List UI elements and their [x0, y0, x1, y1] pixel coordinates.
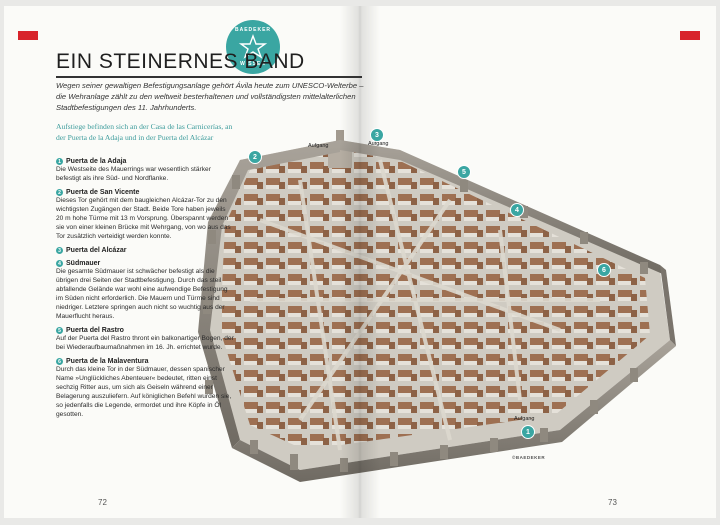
item-heading: Südmauer — [66, 260, 101, 267]
north-wall — [340, 140, 665, 275]
map-marker-1: 1 — [521, 425, 535, 439]
map-marker-4: 4 — [510, 203, 524, 217]
number-marker: 3 — [56, 247, 63, 254]
item-heading: Puerta del Rastro — [66, 327, 124, 334]
number-marker: 5 — [56, 327, 63, 334]
gate-label: Aufgang — [308, 143, 329, 149]
page-number-right: 73 — [608, 498, 617, 507]
star-icon — [238, 34, 268, 59]
item-heading: Puerta de San Vicente — [66, 189, 140, 196]
item-heading: Puerta de la Adaja — [66, 158, 127, 165]
wall-towers — [203, 175, 648, 472]
lead-text: Aufstiege befinden sich an der Casa de l… — [56, 122, 233, 142]
number-marker: 2 — [56, 189, 63, 196]
item-text: Durch das kleine Tor in der Südmauer, de… — [56, 366, 232, 418]
gate-label: Aufgang — [368, 141, 389, 147]
badge-bottom-label: WISSEN — [240, 61, 266, 67]
chapter-tab-left — [18, 31, 38, 40]
number-marker: 1 — [56, 158, 63, 165]
east-wall — [660, 265, 676, 346]
map-marker-3: 3 — [370, 128, 384, 142]
title-rule — [56, 76, 362, 78]
chapter-tab-right — [680, 31, 700, 40]
number-marker: 6 — [56, 358, 63, 365]
baedeker-wissen-badge: BAEDEKER WISSEN — [226, 20, 280, 74]
item-heading: Puerta de la Malaventura — [66, 358, 149, 365]
map-marker-5: 5 — [457, 165, 471, 179]
page-number-left: 72 — [98, 498, 107, 507]
streets — [250, 159, 600, 451]
south-wall — [232, 340, 676, 482]
item-text: Auf der Puerta del Rastro thront ein bal… — [56, 335, 234, 351]
number-marker: 4 — [56, 260, 63, 267]
item-heading: Puerta del Alcázar — [66, 247, 127, 254]
badge-top-label: BAEDEKER — [234, 27, 272, 33]
item-text: Dieses Tor gehört mit dem baugleichen Al… — [56, 197, 231, 240]
map-marker-2: 2 — [248, 150, 262, 164]
page-title: EIN STEINERNES BAND — [56, 50, 305, 73]
map-marker-6: 6 — [597, 263, 611, 277]
illustration-credit: ©BAEDEKER — [512, 455, 546, 460]
item-text: Die gesamte Südmauer ist schwächer befes… — [56, 268, 228, 320]
intro-text: Wegen seiner gewaltigen Befestigungsanla… — [56, 81, 364, 112]
gate-label: Aufgang — [514, 416, 535, 422]
item-text: Die Westseite des Mauerrings war wesentl… — [56, 166, 211, 182]
